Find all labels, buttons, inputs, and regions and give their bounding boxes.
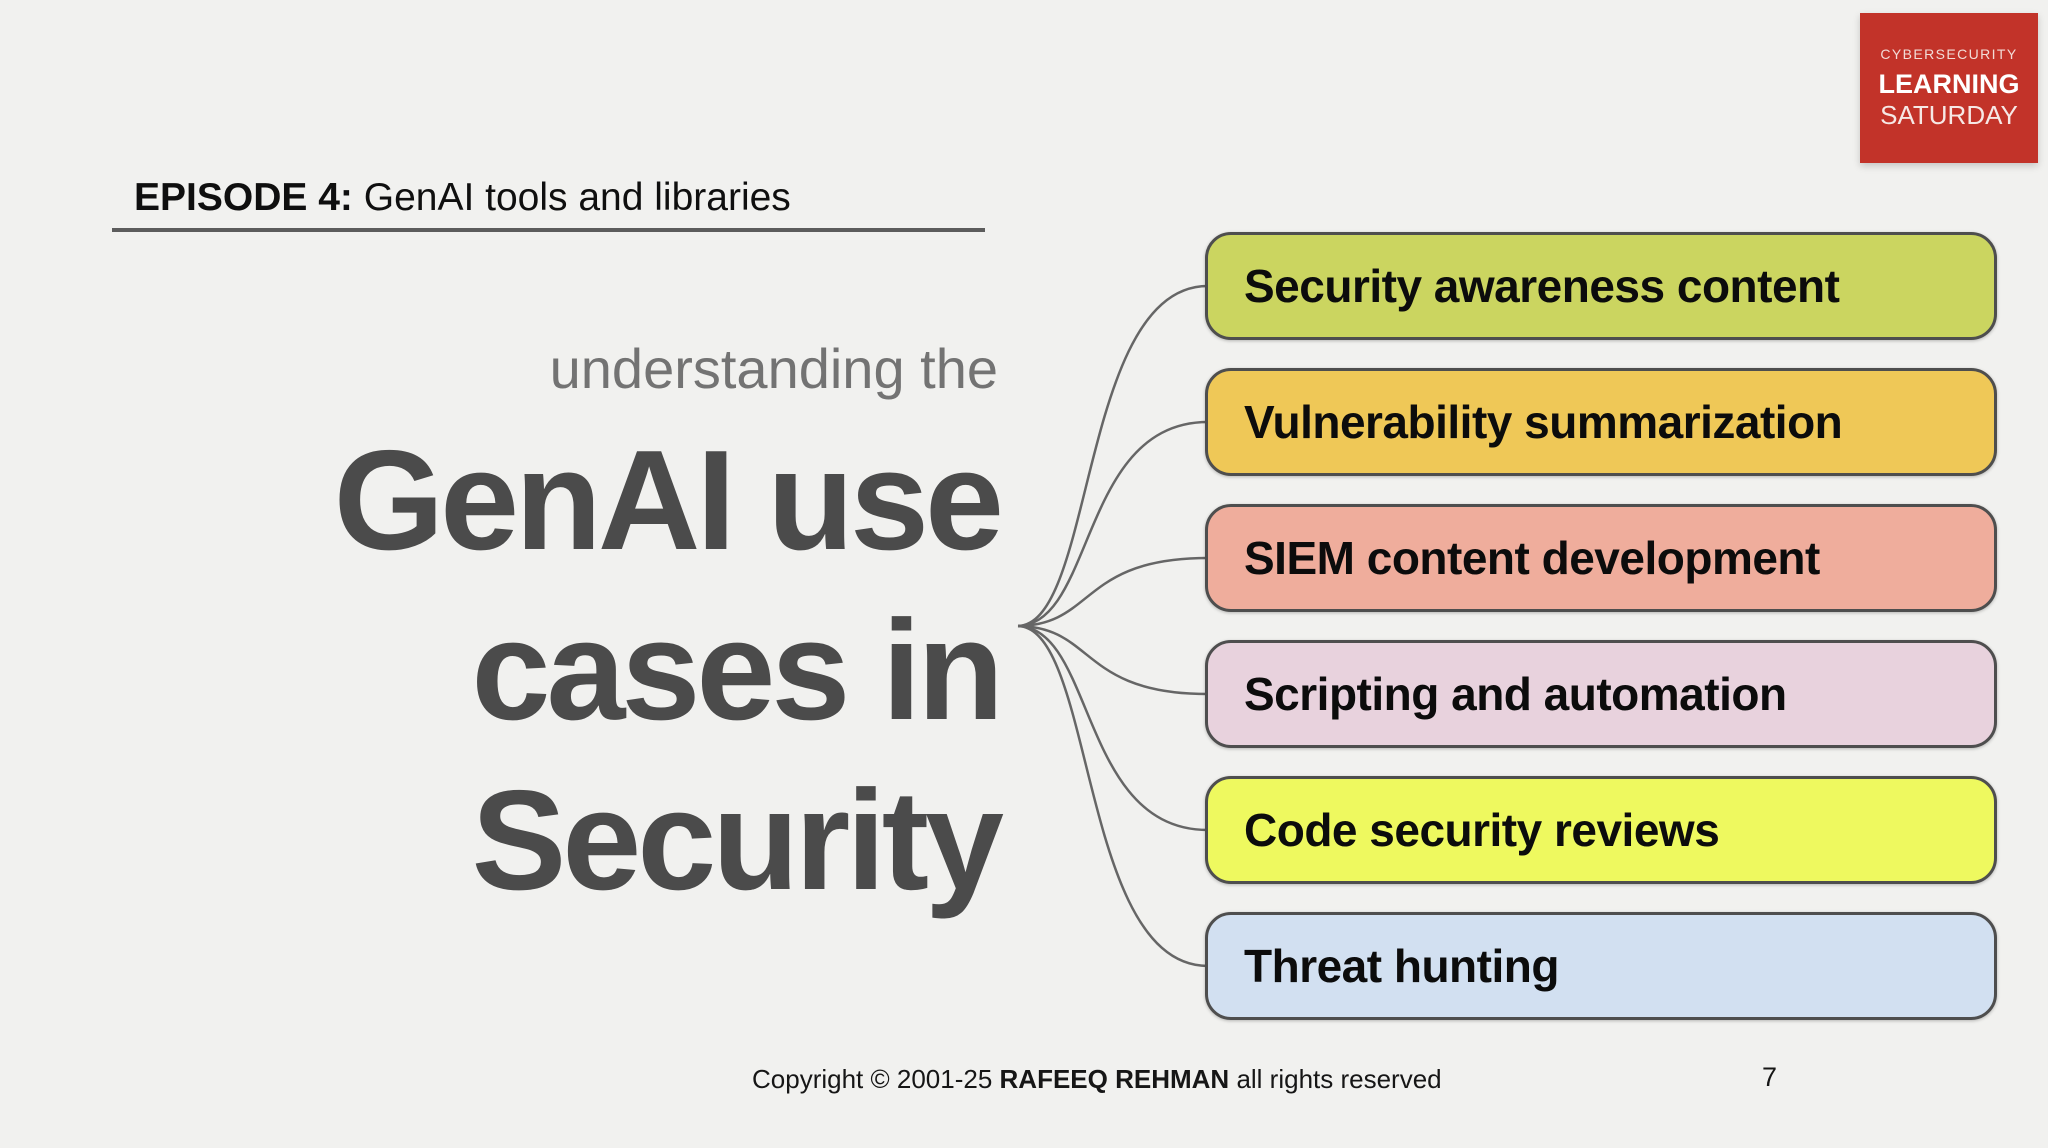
title-block: understanding the GenAI use cases in Sec… (333, 337, 1004, 926)
title-kicker: understanding the (549, 337, 998, 400)
node-label: SIEM content development (1244, 532, 1820, 584)
title-line-3: Security (471, 761, 1004, 920)
copyright-notice: Copyright © 2001-25 RAFEEQ REHMAN all ri… (752, 1064, 1442, 1095)
node-label: Scripting and automation (1244, 668, 1787, 720)
connector-line-4 (1017, 624, 1209, 696)
episode-label: EPISODE 4: (134, 176, 353, 219)
connector-line-3 (1017, 556, 1209, 628)
mindmap-node-scripting-and-automation: Scripting and automation (1205, 640, 1997, 748)
node-label: Threat hunting (1244, 940, 1559, 992)
mindmap-node-siem-content-development: SIEM content development (1205, 504, 1997, 612)
connector-line-6 (1017, 624, 1209, 968)
page-number: 7 (1762, 1062, 1778, 1092)
connector-line-1 (1017, 284, 1209, 628)
connector-line-5 (1017, 624, 1209, 832)
node-label: Security awareness content (1244, 260, 1840, 312)
cybersecurity-learning-saturday-badge: CYBERSECURITY LEARNING SATURDAY (1860, 13, 2038, 163)
mindmap-node-threat-hunting: Threat hunting (1205, 912, 1997, 1020)
badge-line-cybersecurity: CYBERSECURITY (1880, 45, 2018, 62)
episode-header: EPISODE 4: GenAI tools and libraries (134, 176, 791, 220)
copyright-suffix: all rights reserved (1236, 1064, 1442, 1094)
copyright-author: RAFEEQ REHMAN (999, 1064, 1230, 1094)
node-label: Code security reviews (1244, 804, 1720, 856)
header-underline (112, 228, 985, 232)
mindmap-node-code-security-reviews: Code security reviews (1205, 776, 1997, 884)
episode-title: GenAI tools and libraries (352, 176, 791, 219)
badge-line-saturday: SATURDAY (1880, 99, 2018, 130)
node-label: Vulnerability summarization (1244, 396, 1843, 448)
connector-line-2 (1017, 420, 1209, 628)
mindmap-node-vulnerability-summarization: Vulnerability summarization (1205, 368, 1997, 476)
mindmap-node-security-awareness-content: Security awareness content (1205, 232, 1997, 340)
badge-line-learning: LEARNING (1878, 68, 2020, 99)
copyright-prefix: Copyright © 2001-25 (752, 1064, 993, 1094)
title-line-2: cases in (471, 591, 1004, 750)
title-line-1: GenAI use (333, 421, 1004, 580)
